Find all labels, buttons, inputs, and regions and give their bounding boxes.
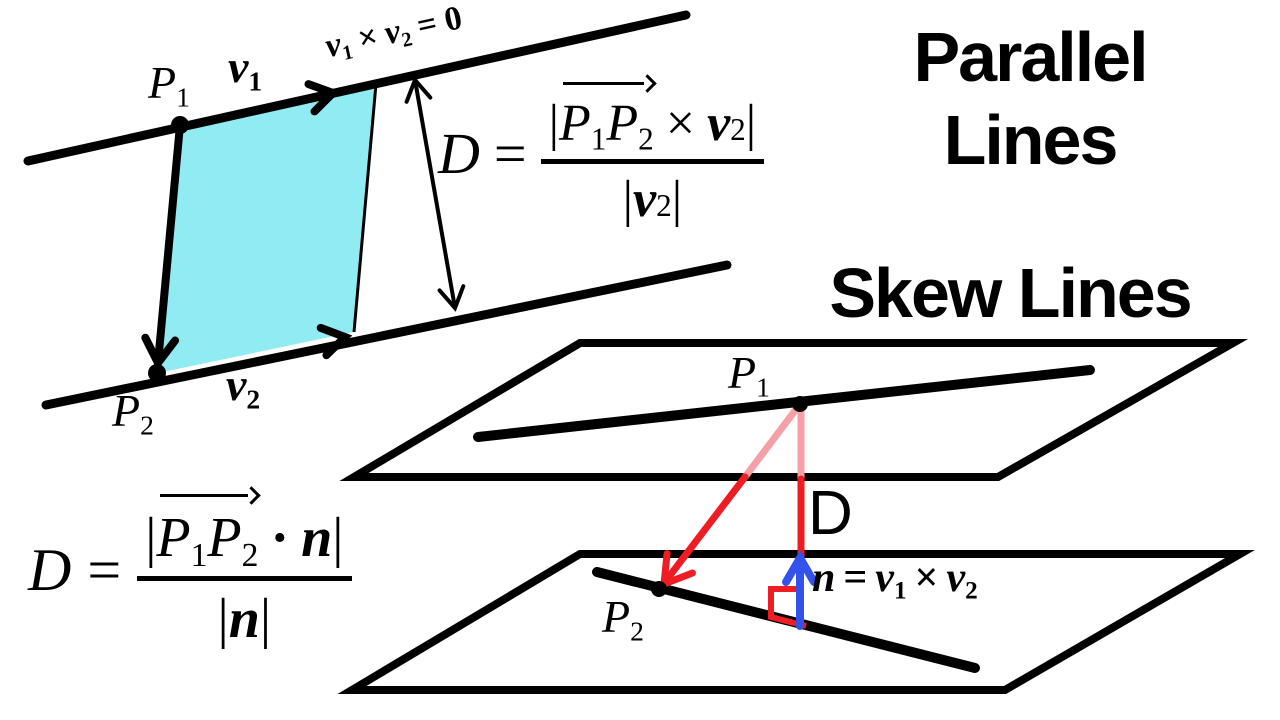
p2-point-dot (148, 364, 166, 382)
parallel-v2-label: v2 (226, 359, 261, 415)
skew-line-1 (473, 365, 1095, 442)
p1p2-vector-shaft (155, 121, 184, 356)
parallel-lines-title: Parallel Lines (870, 16, 1190, 182)
line-2 (41, 260, 732, 410)
parallelogram-right-edge (352, 83, 378, 333)
parallel-p2-label: P2 (112, 385, 154, 441)
p1p2-segment-visible (664, 473, 749, 582)
p1p2-vector-notation: P1P2 (156, 494, 259, 575)
skew-lines-title-text: Skew Lines (829, 254, 1192, 332)
fraction-bar (540, 159, 765, 164)
skew-p1-point-dot (792, 396, 808, 412)
skew-p2-label: P2 (602, 591, 644, 647)
parallel-lines-title-line2: Lines (943, 101, 1119, 179)
parallelogram-area (158, 84, 376, 373)
formula-parallel-lhs: D (438, 121, 480, 186)
distance-measure-arrowhead-top (404, 76, 433, 104)
p1p2-vector-notation: P1P2 (559, 82, 654, 157)
distance-measure-shaft (413, 79, 457, 309)
skew-p2-point-dot (651, 581, 667, 597)
p1p2-arrowhead (141, 333, 180, 371)
right-angle-marker (768, 586, 807, 629)
v1-arrowhead (304, 80, 341, 116)
formula-skew-fraction: |P1P2·n| |n| (137, 488, 352, 653)
line-1 (23, 10, 691, 166)
fraction-bar (137, 576, 352, 581)
normal-vector-arrowhead (782, 550, 818, 586)
skew-distance-formula: D = |P1P2·n| |n| (28, 488, 352, 653)
distance-measure-arrowhead-bottom (437, 284, 466, 312)
v2-arrowhead (316, 323, 353, 360)
parallel-lines-title-line1: Parallel (913, 18, 1148, 96)
parallel-p1-label: P1 (148, 57, 190, 113)
p1-point-dot (171, 116, 189, 134)
skew-lines-title: Skew Lines (770, 252, 1250, 335)
p1p2-segment-behind-plane (741, 400, 804, 481)
formula-skew-lhs: D (28, 537, 72, 603)
skew-distance-label: D (808, 479, 853, 548)
skew-p1-label: P1 (728, 347, 770, 403)
parallel-v1-label: v1 (228, 41, 263, 97)
normal-vector-equation-label: n=v1×v2 (812, 555, 978, 605)
